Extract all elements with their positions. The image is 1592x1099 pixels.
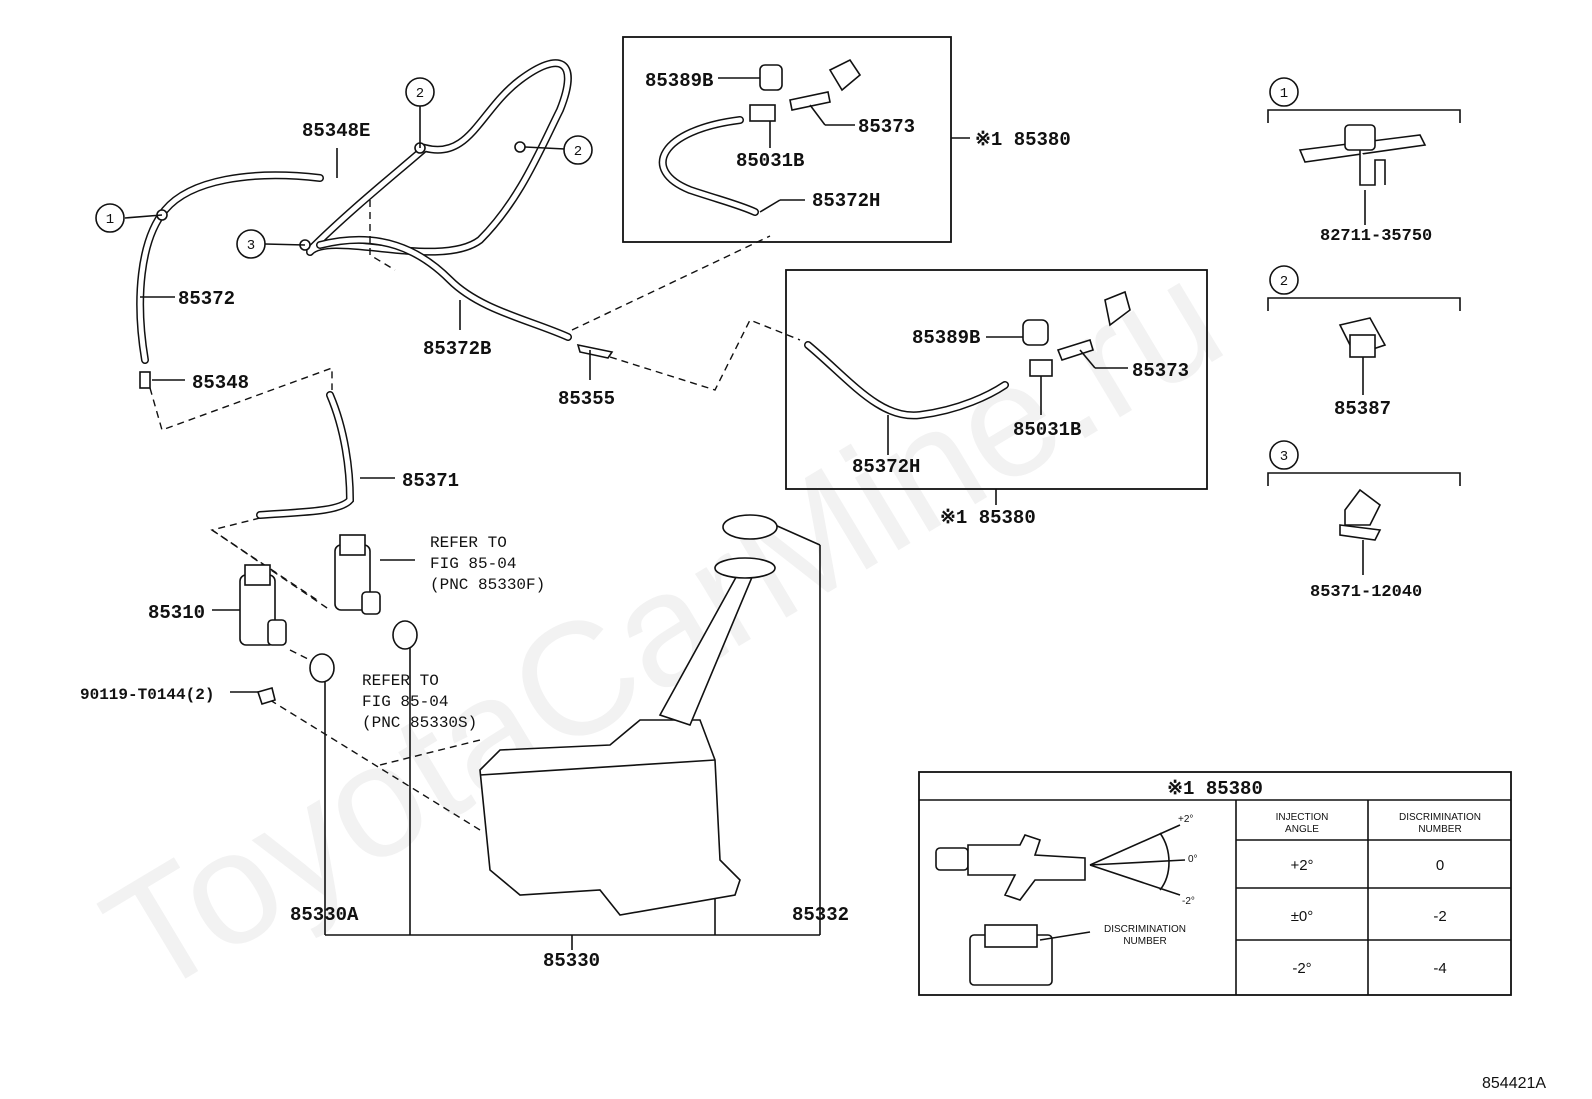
part-labels: 85348E 85372 85348 85372B 85355 85371 85… [80,70,1546,1092]
box2-label-85389b: 85389B [912,327,980,349]
refer-s-line2: FIG 85-04 [362,693,448,711]
legend-marker-1-text: 1 [1280,86,1288,102]
marker-2-top-text: 2 [416,86,424,102]
hose-assembly [136,59,614,519]
label-85355: 85355 [558,388,615,410]
label-85371: 85371 [402,470,459,492]
joint-85348 [139,371,151,389]
clip-1-label: 82711-35750 [1320,227,1432,246]
clip-legend [1267,109,1461,575]
illus-minus: -2° [1182,896,1195,907]
box1-label-85031b: 85031B [736,150,804,172]
clip-2-shape [1338,317,1387,395]
header-disc-1: DISCRIMINATION [1399,812,1481,823]
legend-marker-2-text: 2 [1280,274,1288,290]
refer-f-line3: (PNC 85330F) [430,576,545,594]
label-85348e: 85348E [302,120,370,142]
box2-label-85373: 85373 [1132,360,1189,382]
discrimination-table: ※1 85380 INJECTION ANGLE DISCRIMINATION … [918,771,1512,996]
refer-s-line3: (PNC 85330S) [362,714,477,732]
marker-3-left [236,229,266,259]
label-85348: 85348 [192,372,249,394]
table-title: ※1 85380 [1167,778,1263,800]
row2-angle: ±0° [1291,908,1314,925]
figure-id: 854421A [1482,1075,1546,1092]
legend-marker-1 [1269,77,1299,107]
box2-label-85031b: 85031B [1013,419,1081,441]
refer-f-line1: REFER TO [430,534,507,552]
illus-zero: 0° [1188,854,1198,865]
illus-plus: +2° [1178,814,1193,825]
cap-85332 [722,514,778,540]
label-85332: 85332 [792,904,849,926]
row2-number: -2 [1433,908,1446,925]
box1-label-85372h: 85372H [812,190,880,212]
leader-lines [124,104,821,950]
clip-2-label: 85387 [1334,398,1391,420]
label-85330a: 85330A [290,904,359,926]
header-angle-2: ANGLE [1285,824,1319,835]
label-85310: 85310 [148,602,205,624]
grommet-85330a [309,653,335,683]
clip-3-shape [1339,488,1382,575]
connector-lines [149,200,801,831]
refer-s-line1: REFER TO [362,672,439,690]
label-85372b: 85372B [423,338,491,360]
box1-ref: ※1 85380 [975,129,1071,151]
legend-marker-3-text: 3 [1280,449,1288,465]
clamp-2b-mark [514,141,526,153]
pump-85330f [334,534,381,615]
illus-disc-2: NUMBER [1123,936,1166,947]
row1-number: 0 [1436,857,1444,874]
marker-3-left-text: 3 [247,238,255,254]
clip-1-shape [1298,124,1427,225]
pump-85310 [239,564,287,646]
header-disc-2: NUMBER [1418,824,1461,835]
box2-ref: ※1 85380 [940,507,1036,529]
refer-f-line2: FIG 85-04 [430,555,516,573]
marker-1-left [95,203,125,233]
header-angle-1: INJECTION [1276,812,1329,823]
box-85380-top [622,36,970,243]
marker-2-right-text: 2 [574,144,582,160]
label-85330: 85330 [543,950,600,972]
label-90119: 90119-T0144(2) [80,686,214,704]
label-85372: 85372 [178,288,235,310]
marker-2-top [405,77,435,107]
row1-angle: +2° [1290,857,1313,874]
clip-3-label: 85371-12040 [1310,583,1422,602]
grommet-85330s [392,620,418,650]
box-85380-bottom [785,269,1208,505]
nozzle-illustration: +2° 0° -2° DISCRIMINATION NUMBER [935,814,1198,986]
row3-angle: -2° [1292,960,1311,977]
legend-marker-2 [1269,265,1299,295]
marker-2-right [563,135,593,165]
circle-markers: 1 2 2 3 1 2 3 [95,77,1299,470]
legend-marker-3 [1269,440,1299,470]
marker-1-left-text: 1 [106,212,114,228]
bolt-90119 [256,687,276,705]
box1-label-85373: 85373 [858,116,915,138]
box1-label-85389b: 85389B [645,70,713,92]
illus-disc-1: DISCRIMINATION [1104,924,1186,935]
row3-number: -4 [1433,960,1446,977]
washer-tank [479,514,778,916]
box2-label-85372h: 85372H [852,456,920,478]
part-85355-shape [576,343,614,359]
